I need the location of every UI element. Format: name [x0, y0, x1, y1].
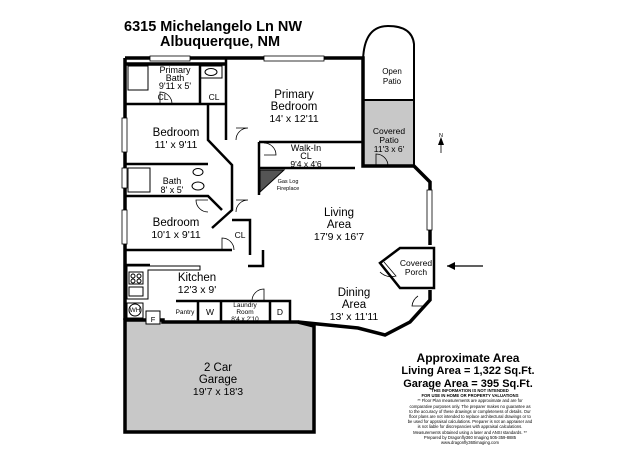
address-line-2: Albuquerque, NM [160, 34, 281, 50]
open-patio-name-1: Open [382, 67, 402, 76]
washer-label: W [206, 307, 214, 317]
sink-icon [192, 168, 204, 176]
bath-name: Bath [163, 176, 182, 186]
laundry-name-1: Laundry [233, 302, 257, 309]
compass-label: N [439, 133, 443, 139]
living-area-name-1: Living [324, 207, 354, 219]
entry-arrow-icon [447, 262, 483, 270]
closet-label-3: CL [235, 230, 246, 240]
disclaimer-line: be used for appraisal calculations. Prep… [407, 419, 533, 425]
dining-area-name-1: Dining [338, 287, 371, 299]
disclaimer-line: floor plans are not intended to replace … [409, 414, 531, 420]
laundry-name-2: Room [236, 309, 253, 316]
garage-name-1: 2 Car [204, 362, 232, 374]
walk-in-cl-name: Walk-In [291, 143, 321, 153]
disclaimer-line: Measurements obtained using a laser and … [413, 429, 527, 435]
dining-area-dims: 13' x 11'11 [330, 311, 379, 323]
toilet-icon [191, 181, 205, 191]
kitchen-sink-icon [128, 286, 144, 297]
walk-in-cl-dims: 9'4 x 4'6 [290, 159, 321, 169]
pantry-label: Pantry [176, 309, 196, 316]
stove-icon [128, 271, 144, 285]
bedroom-2-dims: 10'1 x 9'11 [151, 229, 201, 241]
furnace-icon [145, 310, 161, 325]
open-patio-area [362, 24, 415, 101]
interior-walls [125, 58, 363, 322]
primary-bath-dims: 9'11 x 5' [159, 81, 192, 91]
disclaimer-line: Prepared by Dragonfly360 Imaging 505-359… [423, 434, 517, 440]
fireplace-name-2: Fireplace [277, 186, 300, 192]
fireplace-name-1: Gas Log [278, 179, 299, 185]
disclaimer-line: ** Floor Plan measurements are approxima… [417, 398, 523, 404]
disclaimer: THIS INFORMATION IS NOT INTENDED FOR USE… [384, 388, 556, 445]
furnace-label: F [151, 315, 156, 324]
covered-patio-name-1: Covered [373, 126, 405, 136]
disclaimer-line: comparative purposes only. The preparer … [409, 403, 531, 409]
primary-bedroom-name-1: Primary [274, 89, 314, 101]
covered-porch-outline [378, 246, 436, 290]
walk-in-cl-name-2: CL [300, 151, 312, 161]
disclaimer-line: is not liable for discrepancies with app… [417, 424, 523, 430]
compass-icon: N [438, 133, 444, 153]
water-heater-icon [128, 303, 142, 317]
covered-patio-dims: 11'3 x 6' [374, 144, 405, 154]
primary-bedroom-dims: 14' x 12'11 [269, 113, 319, 125]
garage-floor [123, 318, 316, 434]
address-line-1: 6315 Michelangelo Ln NW [124, 19, 303, 35]
covered-patio-name-2: Patio [379, 135, 399, 145]
area-summary-title: Approximate Area [416, 351, 520, 365]
primary-bath-name-1: Primary [160, 65, 191, 75]
closet-label-2: CL [209, 92, 220, 102]
covered-porch-name-2: Porch [405, 267, 427, 277]
kitchen-name: Kitchen [178, 272, 216, 284]
tub-icon [127, 65, 149, 91]
bedroom-2-name: Bedroom [153, 217, 200, 229]
water-heater-label: WH [130, 307, 141, 314]
closet-label-1: CL [158, 92, 169, 102]
dining-area-name-2: Area [342, 299, 367, 311]
fireplace-icon [259, 169, 286, 194]
disclaimer-line: to the accuracy of these drawings or com… [409, 408, 531, 414]
windows [121, 55, 433, 245]
garage-dims: 19'7 x 18'3 [193, 386, 243, 398]
primary-bedroom-name-2: Bedroom [271, 101, 318, 113]
doors [159, 91, 425, 307]
garage-area-total: Garage Area = 395 Sq.Ft. [403, 378, 533, 390]
tub-icon [127, 167, 151, 193]
open-patio-name-2: Patio [383, 77, 402, 86]
bedroom-1-dims: 11' x 9'11 [155, 139, 198, 151]
disclaimer-line: THIS INFORMATION IS NOT INTENDED [431, 388, 509, 393]
laundry-dims: 8'4 x 2'10 [231, 316, 259, 323]
dryer-label: D [277, 307, 283, 317]
primary-bath-name-2: Bath [166, 73, 185, 83]
area-summary: Approximate Area Living Area = 1,322 Sq.… [388, 352, 548, 391]
disclaimer-line: www.dragonfly360imaging.com [441, 440, 499, 446]
living-area-name-2: Area [327, 219, 352, 231]
exterior-walls [123, 56, 432, 337]
disclaimer-line: FOR USE IN HOME OR PROPERTY VALUATIONS [421, 393, 519, 399]
sink-icon [199, 65, 223, 79]
counter [126, 265, 201, 300]
living-area-dims: 17'9 x 16'7 [314, 231, 364, 243]
kitchen-dims: 12'3 x 9' [178, 284, 216, 296]
garage-name-2: Garage [199, 374, 237, 386]
fixtures [126, 65, 436, 325]
bath-dims: 8' x 5' [161, 185, 184, 195]
covered-porch-name-1: Covered [400, 258, 432, 268]
bedroom-1-name: Bedroom [153, 127, 200, 139]
living-area-total: Living Area = 1,322 Sq.Ft. [401, 365, 535, 377]
